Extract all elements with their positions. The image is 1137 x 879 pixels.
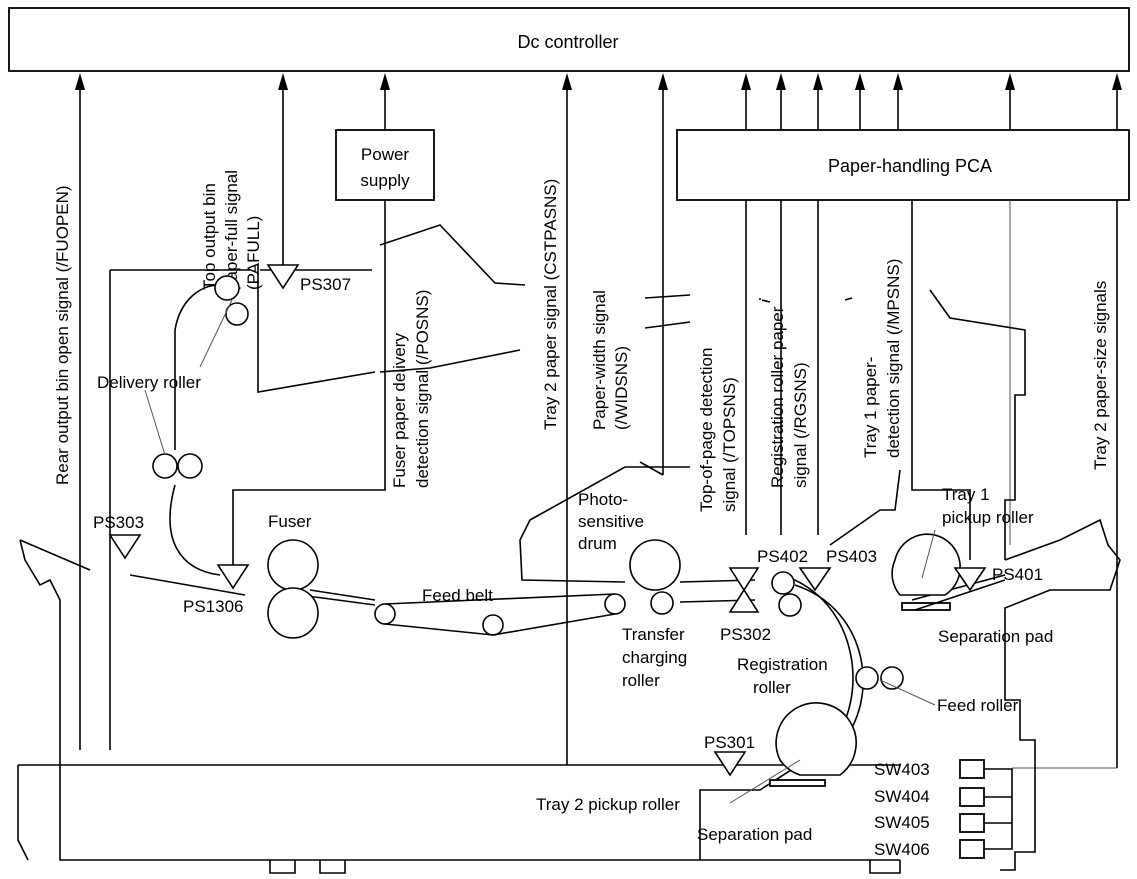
signal-mpsns: Tray 1 paper- detection signal (/MPSNS) (861, 259, 903, 458)
ps1306-label: PS1306 (183, 597, 244, 616)
signal-arrows (75, 73, 1122, 768)
signal-rgsns: Registration roller paper signal (/RGSNS… (768, 306, 810, 488)
sw404-label: SW404 (874, 787, 930, 806)
printer-outline (17, 224, 1121, 874)
rollers (152, 275, 1006, 787)
ps301-label: PS301 (704, 733, 755, 752)
signal-cstpasns: Tray 2 paper signal (CSTPASNS) (541, 179, 560, 430)
sw403-label: SW403 (874, 760, 930, 779)
signal-widsns: Paper-width signal (/WIDSNS) (590, 290, 631, 430)
ps302-label: PS302 (720, 625, 771, 644)
svg-text:Registration roller paper: Registration roller paper (768, 306, 787, 488)
tray2-size-switches (959, 759, 1013, 859)
transfer-label-2: charging (622, 648, 687, 667)
feed-roller-label: Feed roller (937, 696, 1019, 715)
dc-controller-box (8, 7, 1130, 72)
svg-text:(PAFULL): (PAFULL) (244, 216, 263, 290)
drum-label-2: sensitive (578, 512, 644, 531)
tray1-pickup-label-1: Tray 1 (942, 485, 990, 504)
separation-pad-2-label: Separation pad (697, 825, 812, 844)
signal-pafull: Top output bin paper-full signal (PAFULL… (200, 170, 263, 290)
delivery-roller-label: Delivery roller (97, 373, 201, 392)
svg-text:Tray 1 paper-: Tray 1 paper- (861, 357, 880, 458)
signal-tray2-size: Tray 2 paper-size signals (1091, 281, 1110, 470)
drum-label-3: drum (578, 534, 617, 553)
sensors (108, 264, 987, 777)
paper-handling-pca-box (676, 129, 1130, 201)
feed-belt-label: Feed belt (422, 586, 493, 605)
signal-fuopen: Rear output bin open signal (/FUOPEN) (53, 185, 72, 485)
ps403-label: PS403 (826, 547, 877, 566)
registration-label-2: roller (753, 678, 791, 697)
svg-text:signal (/TOPSNS): signal (/TOPSNS) (720, 377, 739, 512)
signal-posns: Fuser paper delivery detection signal (/… (390, 290, 432, 488)
svg-text:(/WIDSNS): (/WIDSNS) (612, 346, 631, 430)
sw406-label: SW406 (874, 840, 930, 859)
tray1-pickup-label-2: pickup roller (942, 508, 1034, 527)
svg-text:Top-of-page detection: Top-of-page detection (697, 348, 716, 512)
ps401-label: PS401 (992, 565, 1043, 584)
svg-text:detection signal (/MPSNS): detection signal (/MPSNS) (884, 259, 903, 458)
separation-pad-1-label: Separation pad (938, 627, 1053, 646)
ps303-label: PS303 (93, 513, 144, 532)
svg-text:Paper-width signal: Paper-width signal (590, 290, 609, 430)
svg-text:paper-full signal: paper-full signal (222, 170, 241, 290)
ps307-label: PS307 (300, 275, 351, 294)
registration-label-1: Registration (737, 655, 828, 674)
paper-handling-pca-label: Paper-handling PCA (828, 156, 992, 176)
transfer-label-3: roller (622, 671, 660, 690)
power-supply-box (335, 129, 435, 201)
signal-topsns: Top-of-page detection signal (/TOPSNS) (697, 348, 739, 512)
tray2-pickup-label: Tray 2 pickup roller (536, 795, 680, 814)
sw405-label: SW405 (874, 813, 930, 832)
transfer-label-1: Transfer (622, 625, 685, 644)
svg-text:Top output bin: Top output bin (200, 183, 219, 290)
power-supply-label-1: Power (361, 145, 410, 164)
svg-text:signal (/RGSNS): signal (/RGSNS) (791, 362, 810, 488)
drum-label-1: Photo- (578, 490, 628, 509)
svg-text:detection signal (/POSNS): detection signal (/POSNS) (413, 290, 432, 488)
svg-text:Fuser paper delivery: Fuser paper delivery (390, 333, 409, 488)
dc-controller-label: Dc controller (517, 32, 618, 52)
power-supply-label-2: supply (360, 171, 410, 190)
ps402-label: PS402 (757, 547, 808, 566)
fuser-label: Fuser (268, 512, 312, 531)
